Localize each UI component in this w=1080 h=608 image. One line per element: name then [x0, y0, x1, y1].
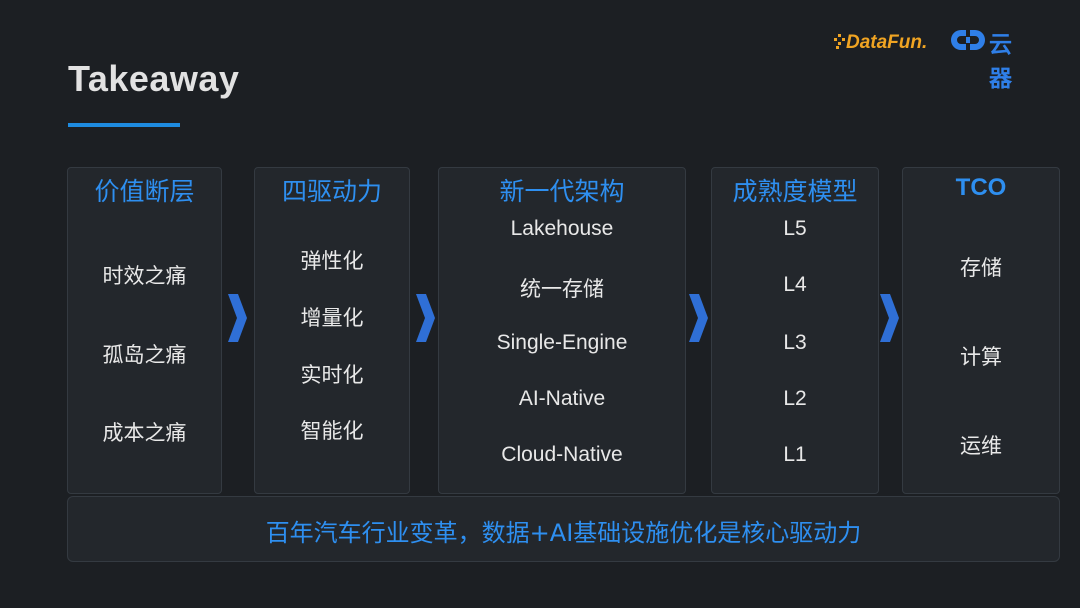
list-item: 存储: [960, 256, 1002, 280]
list-item: 孤岛之痛: [102, 343, 187, 367]
column-maturity-model: 成熟度模型 L5 L4 L3 L2 L1: [711, 167, 879, 494]
list-item: 运维: [960, 434, 1002, 458]
column-tco: TCO 存储 计算 运维: [902, 167, 1060, 494]
yunqi-mark-icon: [951, 30, 985, 50]
summary-bar: 百年汽车行业变革，数据+AI基础设施优化是核心驱动力: [67, 496, 1060, 562]
column-header: 四驱动力: [281, 177, 382, 206]
datafun-logo: DataFun.: [834, 32, 927, 53]
list-item: 智能化: [300, 419, 364, 443]
list-item: 时效之痛: [102, 264, 187, 288]
column-header: 成熟度模型: [732, 177, 858, 206]
title-underline: [68, 123, 180, 127]
list-item: 弹性化: [300, 249, 364, 273]
column-header: TCO: [955, 174, 1007, 201]
chevron-right-icon: [880, 294, 899, 342]
list-item: Lakehouse: [510, 217, 614, 240]
list-item: 计算: [960, 345, 1002, 369]
yunqi-logo: 云器: [949, 26, 1033, 92]
list-item: 增量化: [300, 306, 364, 330]
list-item: 成本之痛: [102, 421, 187, 445]
list-item: L1: [783, 443, 807, 466]
list-item: L5: [783, 217, 807, 240]
column-four-drivers: 四驱动力 弹性化 增量化 实时化 智能化: [254, 167, 410, 494]
list-item: Cloud-Native: [501, 443, 623, 466]
column-value-gap: 价值断层 时效之痛 孤岛之痛 成本之痛: [67, 167, 222, 494]
list-item: Single-Engine: [496, 331, 628, 354]
column-header: 新一代架构: [499, 177, 625, 206]
list-item: 实时化: [300, 363, 364, 387]
page-title: Takeaway: [68, 58, 240, 99]
list-item: L4: [783, 273, 807, 296]
list-item: L2: [783, 387, 807, 410]
list-item: L3: [783, 331, 807, 354]
summary-text: 百年汽车行业变革，数据+AI基础设施优化是核心驱动力: [265, 519, 862, 547]
list-item: AI-Native: [518, 387, 606, 410]
datafun-logo-text: DataFun.: [846, 32, 927, 53]
chevron-right-icon: [228, 294, 247, 342]
chevron-right-icon: [416, 294, 435, 342]
list-item: 统一存储: [520, 277, 604, 301]
yunqi-logo-text: 云器: [989, 32, 1012, 92]
column-header: 价值断层: [94, 177, 195, 206]
chevron-right-icon: [689, 294, 708, 342]
column-new-architecture: 新一代架构 Lakehouse 统一存储 Single-Engine AI-Na…: [438, 167, 686, 494]
